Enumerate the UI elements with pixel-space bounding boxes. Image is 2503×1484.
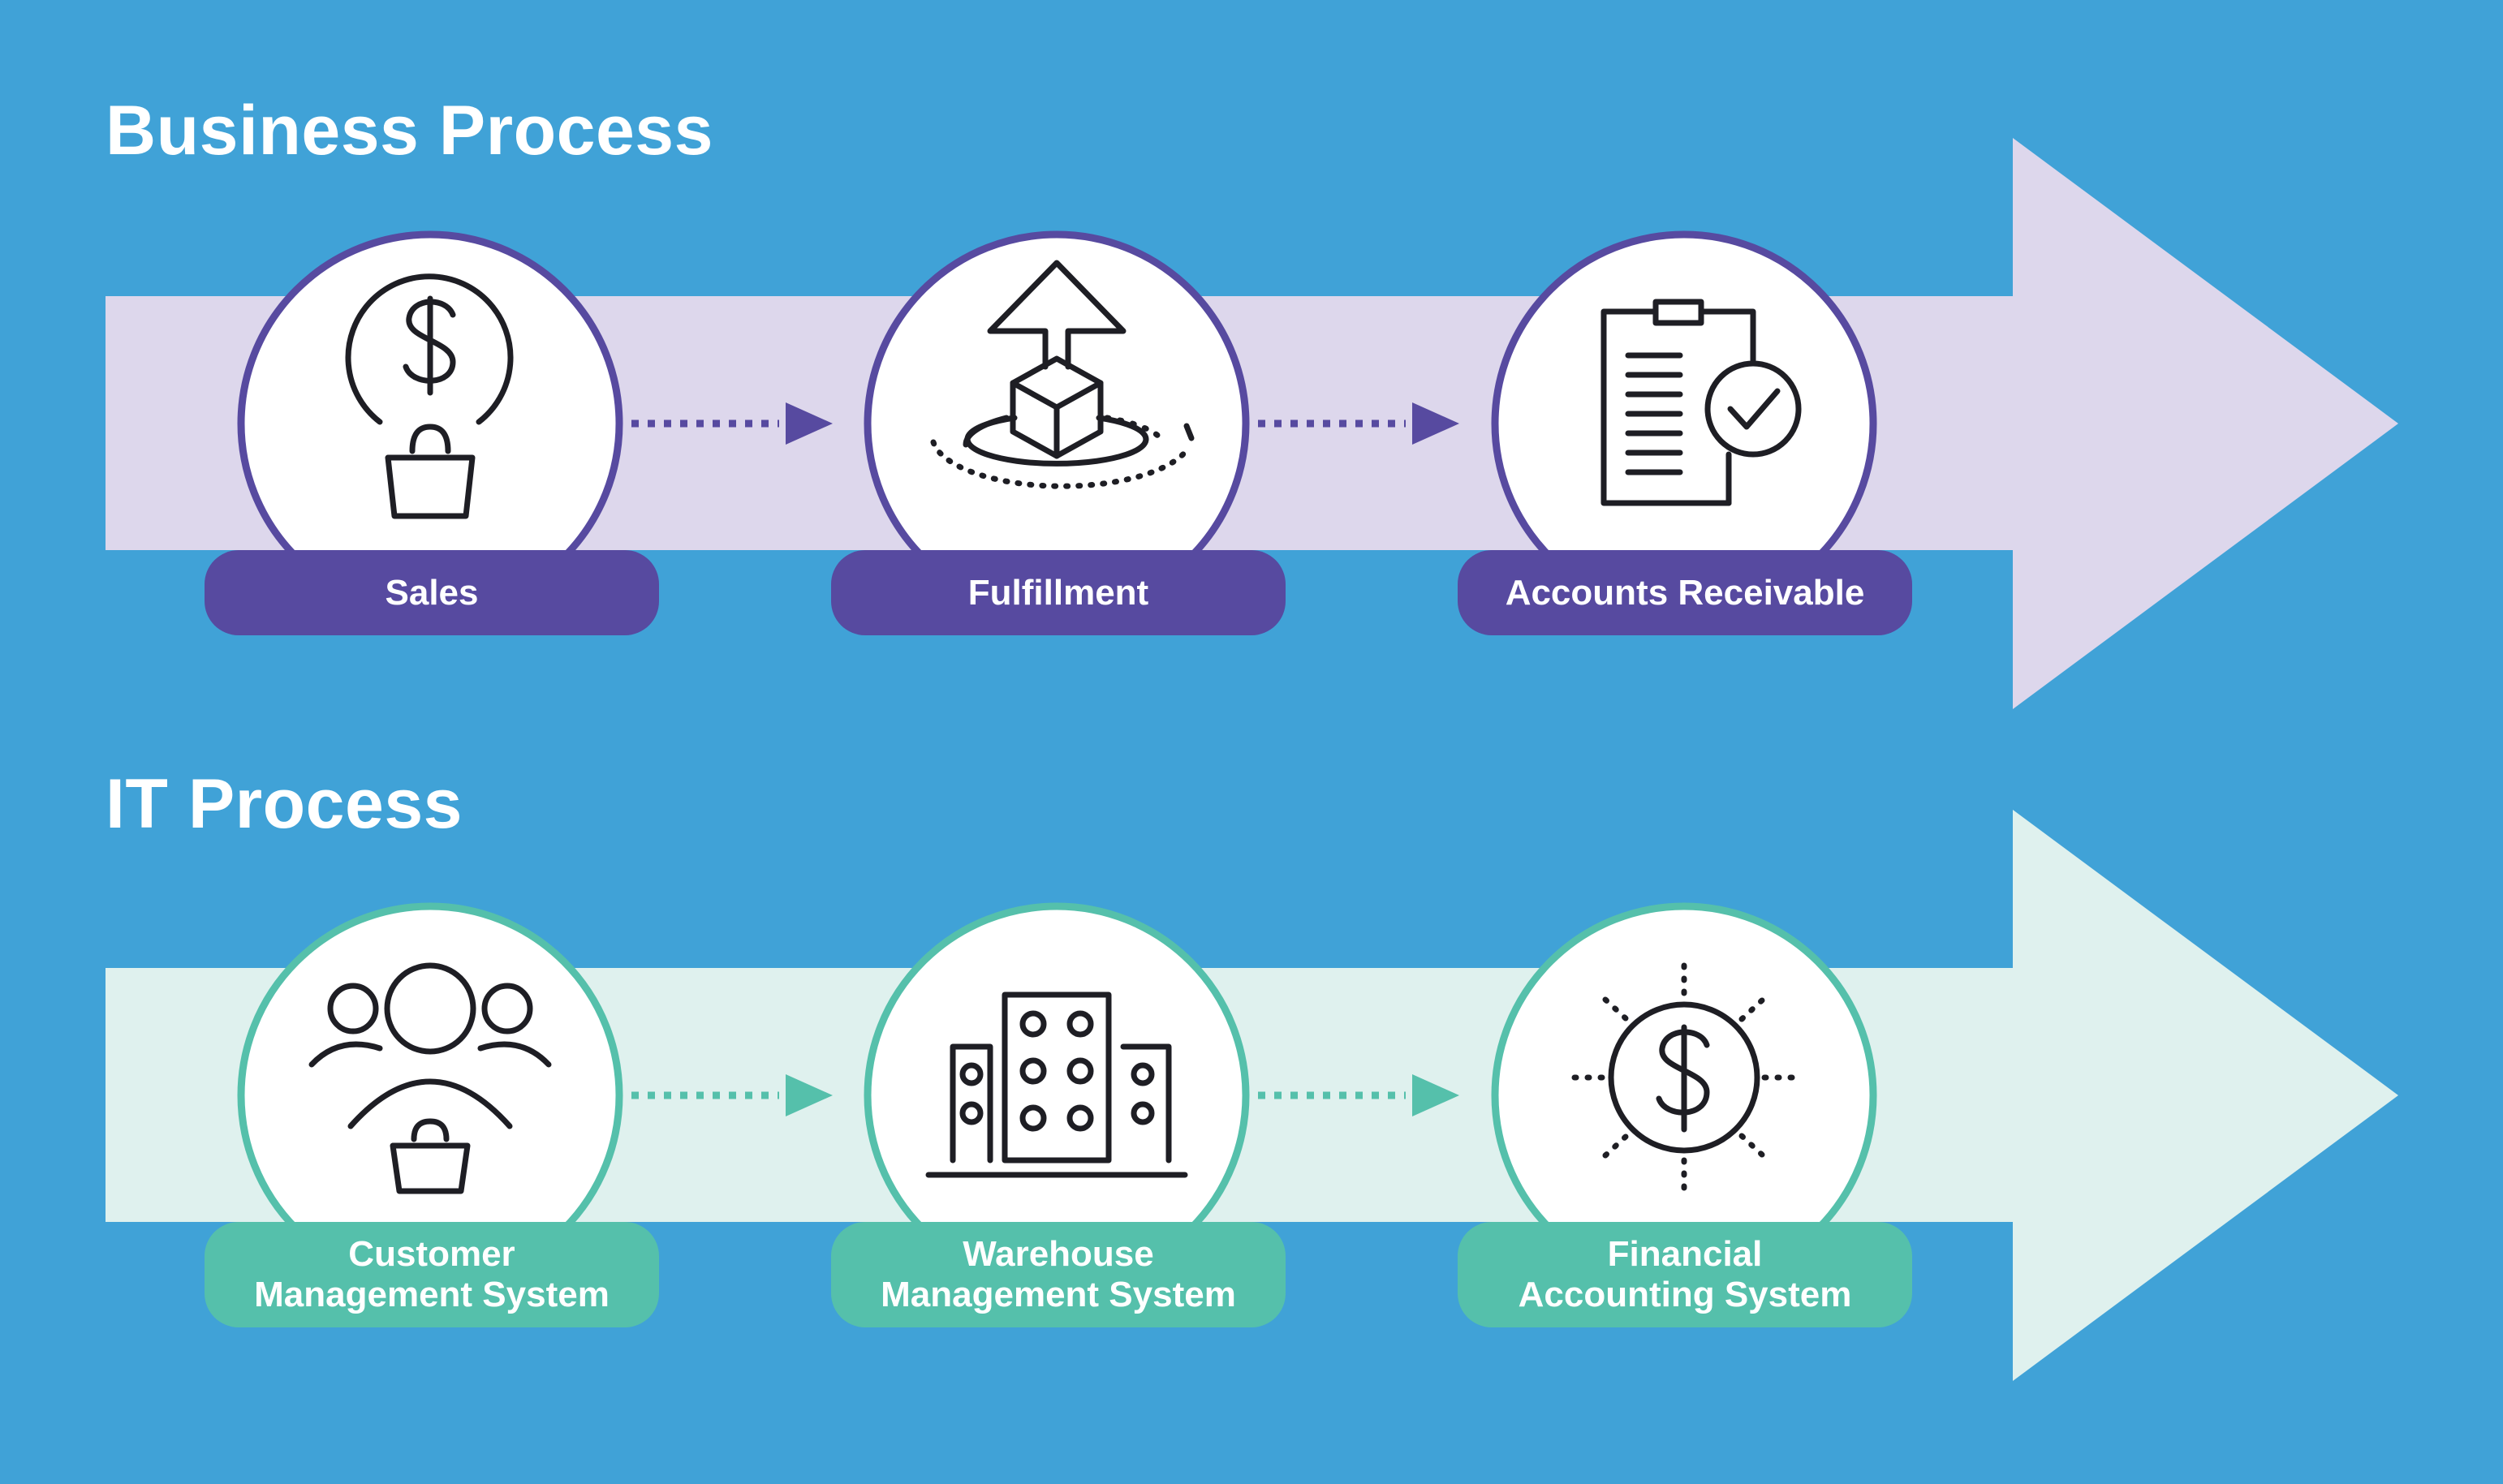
- it-connector-1: [631, 1074, 833, 1116]
- fulfillment-pill: [831, 550, 1286, 635]
- financial-accounting-label: Financial Accounting System: [1518, 1234, 1852, 1314]
- box-upload-icon: [930, 260, 1195, 489]
- sales-label: Sales: [385, 572, 479, 613]
- business-connector-1: [631, 402, 833, 445]
- warehouse-management-pill: [831, 1222, 1286, 1327]
- financial-accounting-pill: [1458, 1222, 1912, 1327]
- business-process-title: Business Process: [106, 92, 713, 170]
- customer-management-label: Customer Management System: [254, 1234, 610, 1314]
- it-process-arrow: [106, 810, 2398, 1381]
- customer-management-pill: [205, 1222, 659, 1327]
- accounts-receivable-label: Accounts Receivable: [1505, 572, 1865, 613]
- sales-pill: [205, 550, 659, 635]
- warehouse-building-icon: [925, 991, 1188, 1178]
- business-process-arrow: [106, 138, 2398, 709]
- it-connector-2: [1258, 1074, 1459, 1116]
- dollar-sun-icon: [1571, 962, 1797, 1193]
- accounts-receivable-pill: [1458, 550, 1912, 635]
- fulfillment-label: Fulfillment: [967, 572, 1149, 613]
- business-connector-2: [1258, 402, 1459, 445]
- people-bag-icon: [308, 962, 552, 1194]
- warehouse-management-label: Warehouse Management System: [881, 1234, 1236, 1314]
- clipboard-check-icon: [1600, 299, 1802, 506]
- dollar-bag-icon: [345, 273, 514, 519]
- it-process-title: IT Process: [106, 765, 463, 843]
